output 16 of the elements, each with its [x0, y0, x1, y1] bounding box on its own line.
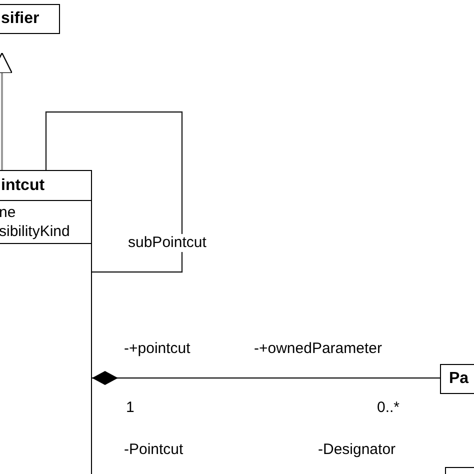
class-name: Pa — [449, 368, 469, 388]
multiplicity-label: 1 — [126, 399, 134, 417]
edge-label: subPointcut — [127, 234, 208, 252]
class-name: intcut — [1, 176, 45, 196]
class-name: sifier — [1, 8, 40, 28]
role-label: -Designator — [318, 441, 396, 459]
role-label: -+pointcut — [124, 340, 190, 358]
class-box — [0, 170, 92, 474]
multiplicity-label: 0..* — [377, 399, 400, 417]
class-box — [0, 4, 60, 34]
role-label: -+ownedParameter — [254, 340, 382, 358]
role-label: -Pointcut — [124, 441, 184, 459]
association-loop — [45, 111, 183, 273]
composition-line — [92, 371, 440, 385]
generalization-arrow — [0, 52, 13, 170]
attribute-text: ne — [0, 203, 17, 222]
